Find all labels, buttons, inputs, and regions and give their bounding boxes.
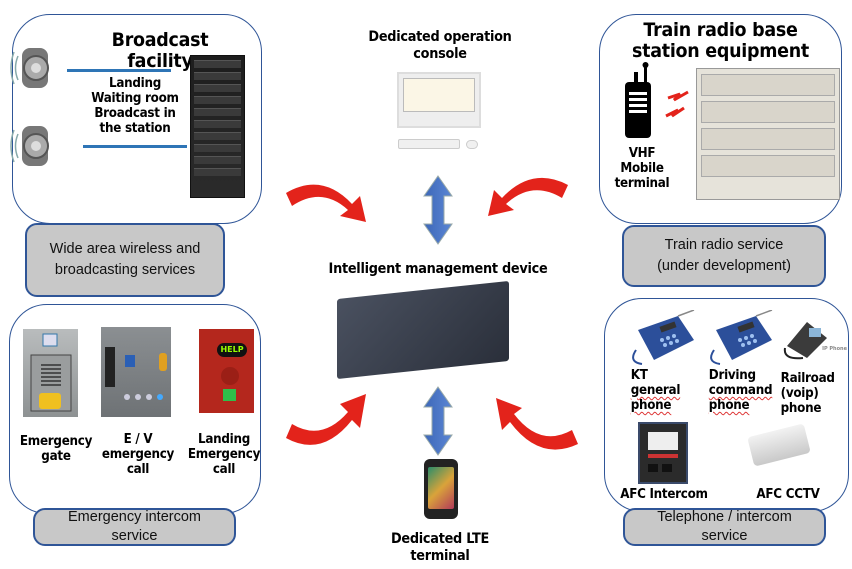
label-line: (voip) xyxy=(780,386,819,401)
broadcast-area-line: Waiting room xyxy=(91,91,179,106)
title-line: Train radio base xyxy=(643,19,798,41)
speaker-icon xyxy=(6,116,66,176)
red-arrow-bottom-right xyxy=(496,398,578,450)
label-line: Landing xyxy=(197,432,251,447)
double-arrow-console xyxy=(423,175,453,245)
service-label: Wide area wireless and broadcasting serv… xyxy=(49,241,201,278)
vhf-line: terminal xyxy=(614,176,670,191)
broadcast-areas-text: Landing Waiting room Broadcast in the st… xyxy=(84,76,185,136)
train-radio-service-box: Train radio service (under development) xyxy=(622,225,826,287)
service-line: (under development) xyxy=(657,258,791,274)
label-line: call xyxy=(212,462,236,477)
console-keyboard xyxy=(398,139,460,149)
emergency-intercom-service-box: Emergency intercom service xyxy=(33,508,236,546)
label-line: Driving xyxy=(708,368,756,383)
red-arrow-top-right xyxy=(488,177,568,216)
walkie-talkie-icon xyxy=(622,62,658,140)
railroad-voip-phone-label: Railroad (voip) phone xyxy=(781,371,842,416)
red-arrow-top-left xyxy=(286,184,366,222)
broadcast-rack-image xyxy=(190,55,245,198)
service-line: Emergency intercom xyxy=(68,509,201,525)
connector-line xyxy=(83,145,187,148)
ip-phone-image: IP Phone xyxy=(783,316,847,360)
double-arrow-lte xyxy=(423,386,453,456)
ev-emergency-call-image xyxy=(101,327,171,417)
operation-console-label: Dedicated operation console xyxy=(368,29,512,62)
vhf-terminal-label: VHF Mobile terminal xyxy=(605,146,679,191)
management-device-label: Intelligent management device xyxy=(328,261,548,277)
title-line: station equipment xyxy=(632,40,809,62)
service-label: Train radio service (under development) xyxy=(657,235,791,277)
emergency-gate-image xyxy=(23,329,78,417)
driving-command-phone-label: Driving command phone xyxy=(709,368,773,413)
afc-cctv-label: AFC CCTV xyxy=(756,487,820,502)
radio-signal-icon xyxy=(664,88,694,122)
red-arrow-bottom-left xyxy=(286,394,366,445)
kt-phone-image xyxy=(628,309,698,366)
lte-terminal-image xyxy=(424,459,458,519)
service-line: service xyxy=(701,528,748,544)
driving-command-phone-image xyxy=(706,309,776,366)
label-line: Railroad xyxy=(780,371,835,386)
label-line: phone xyxy=(708,398,750,413)
broadcast-area-line: the station xyxy=(99,121,171,136)
ip-phone-tag: IP Phone xyxy=(822,346,847,352)
label-line: phone xyxy=(630,398,672,413)
broadcast-area-line: Landing xyxy=(108,76,162,91)
console-mouse xyxy=(466,140,478,149)
label-line: Emergency xyxy=(187,447,261,462)
ev-emergency-call-label: E / V emergency call xyxy=(98,432,179,477)
operation-console-monitor xyxy=(397,72,481,128)
wide-area-wireless-service-box: Wide area wireless and broadcasting serv… xyxy=(25,223,225,297)
label-line: emergency xyxy=(101,447,175,462)
label-line: Emergency xyxy=(19,434,93,449)
label-line: call xyxy=(126,462,150,477)
emergency-gate-label: Emergency gate xyxy=(16,434,97,464)
label-line: phone xyxy=(780,401,822,416)
label-line: E / V xyxy=(123,432,153,447)
afc-intercom-label: AFC Intercom xyxy=(620,487,708,502)
vhf-line: VHF Mobile xyxy=(620,146,664,176)
help-sign: HELP xyxy=(217,343,247,357)
kt-phone-label: KT general phone xyxy=(631,368,694,413)
train-radio-title: Train radio base station equipment xyxy=(617,20,824,62)
landing-emergency-call-image: HELP xyxy=(199,329,254,413)
broadcast-area-line: Broadcast in xyxy=(94,106,176,121)
label-line: KT xyxy=(630,368,648,383)
service-line: Train radio service xyxy=(664,237,784,253)
label-line: gate xyxy=(41,449,71,464)
broadcast-facility-title: Broadcast facility xyxy=(111,29,209,72)
landing-emergency-call-label: Landing Emergency call xyxy=(185,432,262,477)
speaker-icon xyxy=(6,38,66,98)
service-line: service xyxy=(111,528,158,544)
service-line: Telephone / intercom xyxy=(657,509,792,525)
telephone-intercom-service-box: Telephone / intercom service xyxy=(623,508,826,546)
label-line: general xyxy=(630,383,681,398)
lte-terminal-label: Dedicated LTE terminal xyxy=(390,531,490,564)
service-label: Telephone / intercom service xyxy=(657,508,792,546)
service-label: Emergency intercom service xyxy=(68,508,201,546)
label-line: command xyxy=(708,383,773,398)
afc-intercom-image xyxy=(638,422,688,484)
connector-line xyxy=(67,69,171,72)
base-station-image xyxy=(696,68,840,200)
